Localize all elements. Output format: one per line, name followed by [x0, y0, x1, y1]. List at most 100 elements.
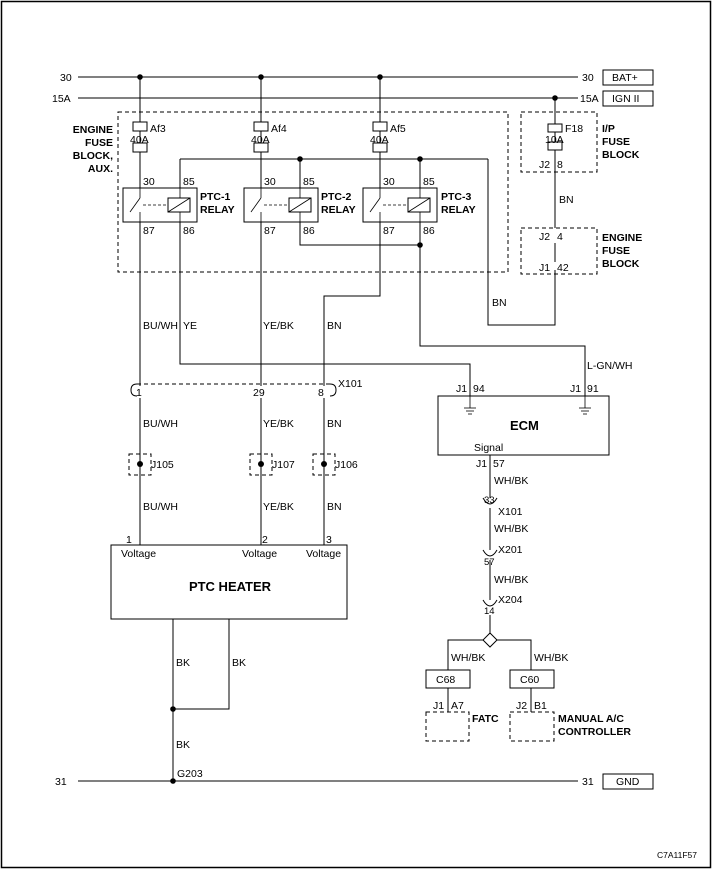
rail-30-right-label: 30	[582, 72, 594, 84]
svg-text:85: 85	[183, 176, 195, 188]
svg-text:86: 86	[183, 225, 195, 237]
svg-text:A7: A7	[451, 700, 464, 712]
wire-bk1: BK	[176, 657, 190, 669]
wire-buwh3: BU/WH	[143, 501, 178, 513]
ip-fuse-block	[520, 111, 598, 173]
svg-text:BLOCK,: BLOCK,	[73, 150, 113, 162]
svg-text:J105: J105	[151, 459, 174, 471]
fuse-af5-rating: 40A	[370, 134, 389, 146]
rail-15a: 15A 15A IGN II	[52, 90, 654, 107]
manual-ac-label: MANUAL A/C	[558, 713, 624, 725]
wire-yebk1: YE/BK	[263, 320, 294, 332]
fuse-af3: Af3 40A	[130, 77, 166, 188]
svg-text:87: 87	[383, 225, 395, 237]
svg-text:FUSE: FUSE	[85, 137, 113, 149]
svg-text:87: 87	[264, 225, 276, 237]
ptc-heater-title: PTC HEATER	[189, 579, 272, 594]
connector-x201: 57 X201	[482, 544, 523, 568]
ip-fuse-name: F18	[565, 123, 583, 135]
wire-buwh2: BU/WH	[143, 418, 178, 430]
svg-text:14: 14	[484, 606, 495, 617]
connector-x204: 14 X204	[482, 594, 523, 617]
bat-plus-label: BAT+	[612, 72, 638, 84]
svg-text:86: 86	[423, 225, 435, 237]
splice-j105: J105	[128, 452, 174, 476]
wire-whbk4: WH/BK	[451, 652, 485, 664]
splice-j106: J106	[312, 452, 358, 476]
svg-text:RELAY: RELAY	[321, 204, 356, 216]
svg-text:2: 2	[262, 534, 268, 546]
svg-text:Voltage: Voltage	[242, 548, 277, 560]
wire-bn-right: BN	[492, 297, 507, 309]
svg-text:ENGINE: ENGINE	[73, 124, 113, 136]
wire-yebk3: YE/BK	[263, 501, 294, 513]
svg-text:Voltage: Voltage	[306, 548, 341, 560]
svg-text:94: 94	[473, 383, 485, 395]
svg-text:1: 1	[126, 534, 132, 546]
svg-text:J2: J2	[516, 700, 527, 712]
manual-ac-controller	[509, 711, 555, 742]
gnd-label: GND	[616, 776, 640, 788]
fuse-af5: Af5 40A	[370, 77, 406, 188]
svg-text:3: 3	[326, 534, 332, 546]
svg-text:42: 42	[557, 262, 569, 274]
rail-30-left-label: 30	[60, 72, 72, 84]
wire-bn3: BN	[327, 501, 342, 513]
ign-ii-label: IGN II	[612, 93, 639, 105]
wire-whbk5: WH/BK	[534, 652, 568, 664]
svg-text:BLOCK: BLOCK	[602, 149, 640, 161]
wire-whbk3: WH/BK	[494, 574, 528, 586]
svg-text:X201: X201	[498, 544, 523, 556]
engine-fuse-block-aux-label: ENGINE FUSE BLOCK, AUX.	[73, 124, 113, 175]
wire-bn1: BN	[327, 320, 342, 332]
relay-ptc-3: 30 85 87 86 PTC-3 RELAY	[362, 176, 476, 237]
fuse-af4-name: Af4	[271, 123, 287, 135]
svg-text:85: 85	[423, 176, 435, 188]
svg-text:29: 29	[253, 387, 265, 399]
x101-connector: X101 1 29 8	[130, 378, 363, 399]
fatc-label: FATC	[472, 713, 499, 725]
svg-text:ENGINE: ENGINE	[602, 232, 642, 244]
engine-fuse-block	[520, 227, 598, 275]
svg-text:86: 86	[303, 225, 315, 237]
rail-31-left-label: 31	[55, 776, 67, 788]
svg-text:91: 91	[587, 383, 599, 395]
svg-text:85: 85	[303, 176, 315, 188]
wire-bn-ip: BN	[559, 194, 574, 206]
ptc-heater: 1 2 3 Voltage Voltage Voltage PTC HEATER	[110, 534, 348, 620]
svg-text:33: 33	[484, 495, 495, 506]
svg-text:57: 57	[493, 458, 505, 470]
svg-text:J2: J2	[539, 231, 550, 243]
svg-text:C60: C60	[520, 674, 539, 686]
svg-text:CONTROLLER: CONTROLLER	[558, 726, 631, 738]
svg-text:FUSE: FUSE	[602, 245, 630, 257]
fuse-af3-name: Af3	[150, 123, 166, 135]
svg-text:Voltage: Voltage	[121, 548, 156, 560]
ecm-title: ECM	[510, 418, 539, 433]
splice-j107: J107	[249, 452, 295, 476]
svg-text:30: 30	[383, 176, 395, 188]
svg-text:57: 57	[484, 557, 495, 568]
svg-text:I/P: I/P	[602, 123, 615, 135]
svg-text:8: 8	[557, 159, 563, 171]
svg-text:RELAY: RELAY	[441, 204, 476, 216]
svg-text:J1: J1	[433, 700, 444, 712]
svg-text:RELAY: RELAY	[200, 204, 235, 216]
relay-ptc-3-label: PTC-3	[441, 191, 471, 203]
svg-text:C68: C68	[436, 674, 455, 686]
svg-text:J106: J106	[335, 459, 358, 471]
wire-bk2: BK	[232, 657, 246, 669]
ip-fuse-rating: 10A	[545, 134, 564, 146]
engine-fuse-block-aux	[117, 111, 509, 273]
svg-text:1: 1	[136, 387, 142, 399]
rail-31: 31 31 GND	[55, 773, 654, 790]
svg-text:J107: J107	[272, 459, 295, 471]
fuse-af4: Af4 40A	[251, 77, 287, 188]
svg-text:AUX.: AUX.	[88, 163, 113, 175]
fuse-af3-rating: 40A	[130, 134, 149, 146]
svg-text:J1: J1	[539, 262, 550, 274]
wire-whbk2: WH/BK	[494, 523, 528, 535]
rail-31-right-label: 31	[582, 776, 594, 788]
